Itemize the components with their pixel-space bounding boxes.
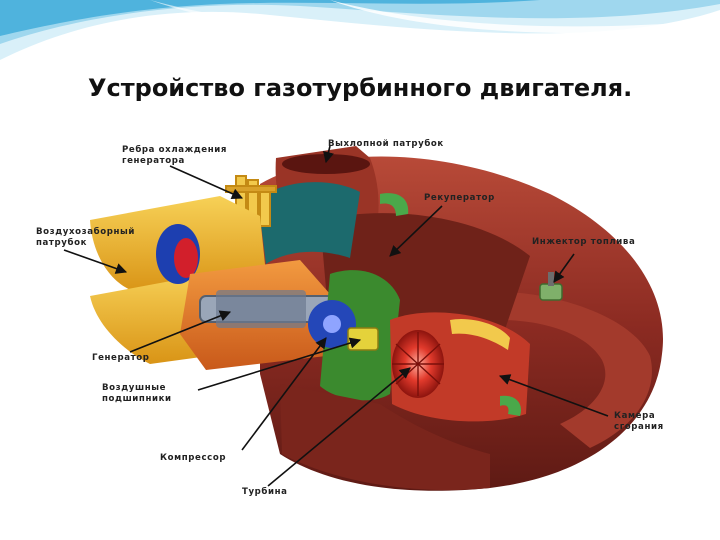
label-exhaust-pipe: Выхлопной патрубок <box>328 138 444 149</box>
arrow-recuperator <box>389 205 443 257</box>
diagram-labels: Ребра охлаждения генератора Выхлопной па… <box>36 138 664 497</box>
label-air-intake-1: Воздухозаборный <box>36 226 135 237</box>
label-air-bearings-1: Воздушные <box>102 383 166 393</box>
header-wave-decoration <box>0 0 720 60</box>
label-turbine: Турбина <box>242 486 288 497</box>
arrow-cooling-fins <box>169 165 244 200</box>
leader-arrows <box>63 145 609 487</box>
label-combustion-1: Камера <box>614 411 655 421</box>
label-air-intake-2: патрубок <box>36 237 87 248</box>
exhaust-opening <box>282 154 370 174</box>
label-combustion-2: сгорания <box>614 422 664 432</box>
arrow-turbine <box>267 367 411 487</box>
label-recuperator: Рекуператор <box>424 193 495 203</box>
side-tube <box>380 193 409 216</box>
wave-swoosh <box>330 0 720 34</box>
arrow-air-bearings <box>197 337 362 391</box>
outer-casing-rim <box>500 292 652 448</box>
arrow-combustion <box>498 374 609 417</box>
generator-coil <box>216 290 306 328</box>
slide-title: Устройство газотурбинного двигателя. <box>88 74 633 102</box>
wave-mid <box>0 0 720 44</box>
outlet-ring <box>450 318 510 350</box>
wave-front <box>0 0 540 36</box>
small-green-ring <box>500 395 522 416</box>
arrow-fuel-injector <box>553 253 575 283</box>
label-cooling-fins-2: генератора <box>122 156 185 166</box>
label-fuel-injector: Инжектор топлива <box>532 237 635 247</box>
engine-illustration <box>90 146 664 491</box>
compressor-hub <box>323 315 341 333</box>
arrow-air-intake <box>63 249 128 274</box>
arrow-compressor <box>241 337 327 451</box>
air-bearing <box>347 327 379 351</box>
wave-swoosh-2 <box>150 0 720 43</box>
inner-shroud <box>258 182 360 264</box>
label-generator: Генератор <box>92 353 149 363</box>
arrow-generator <box>129 310 232 353</box>
lower-casing <box>280 384 490 491</box>
gas-turbine-diagram: Ребра охлаждения генератора Выхлопной па… <box>36 138 664 497</box>
fuel-injector <box>539 272 563 301</box>
label-compressor: Компрессор <box>160 453 226 463</box>
label-cooling-fins-1: Ребра охлаждения <box>122 144 227 155</box>
intake-ring-inner <box>174 238 198 278</box>
label-air-bearings-2: подшипники <box>102 394 172 404</box>
arrow-exhaust <box>323 145 334 164</box>
